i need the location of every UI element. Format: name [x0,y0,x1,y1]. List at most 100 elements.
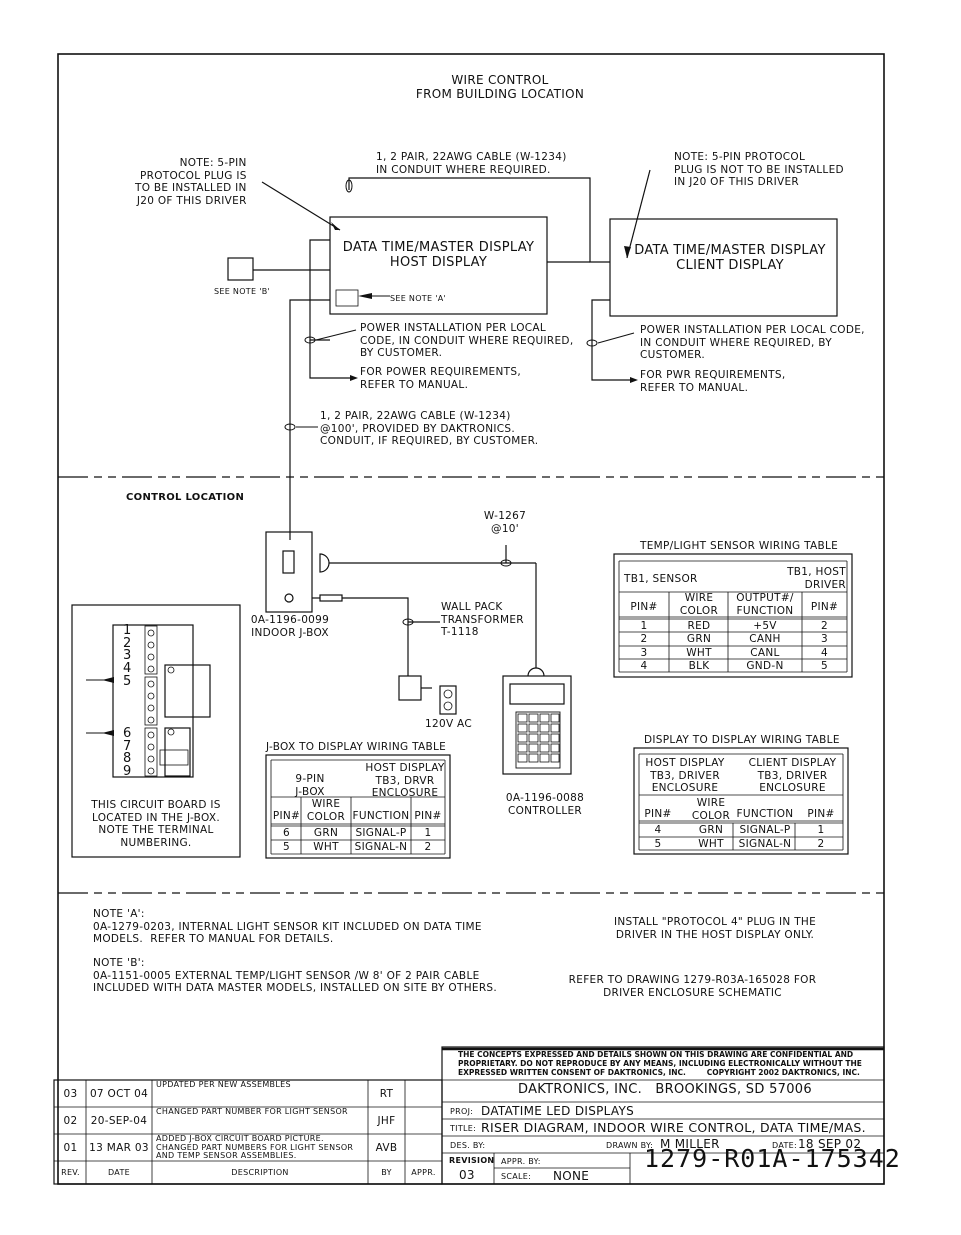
table-cell: 4 [640,659,648,672]
table-cell: 5 [821,659,828,672]
cable-mid-label: 1, 2 PAIR, 22AWG CABLE (W-1234) @100', P… [320,410,539,447]
table-cell: 5 [654,837,662,850]
revision-label: REVISION [449,1156,495,1165]
table-cell: GRN [313,827,339,839]
table-cell: SIGNAL-P [739,824,791,836]
table-cell: 6 [283,827,290,839]
table-cell: BLK [688,659,710,672]
table-cell: 2 [640,633,648,646]
project-name: DATATIME LED DISPLAYS [481,1104,635,1118]
table-cell: 01 [63,1142,78,1154]
table-cell: SIGNAL-N [738,837,792,850]
table-cell: 3 [821,633,828,646]
power-right-note: POWER INSTALLATION PER LOCAL CODE, IN CO… [640,324,865,361]
date-label: DATE: [772,1141,798,1150]
protocol-note: INSTALL "PROTOCOL 4" PLUG IN THE DRIVER … [613,916,817,941]
client-display-box: DATA TIME/MASTER DISPLAY CLIENT DISPLAY [634,243,826,273]
proj-label: PROJ: [450,1107,474,1116]
terminal-numbers: 1 2 3 4 5 [123,623,141,689]
rev-header-date: DATE [107,1168,130,1177]
table-cell: 02 [63,1115,78,1127]
scale-label: SCALE: [501,1172,532,1181]
drawn-by: M MILLER [660,1137,720,1151]
terminal-number: 4 [123,661,132,677]
right-protocol-note: NOTE: 5-PIN PROTOCOL PLUG IS NOT TO BE I… [674,151,844,188]
table-cell: 4 [654,824,662,836]
table-cell: CANL [750,646,780,659]
table-cell: 1 [817,824,825,836]
table-cell: 3 [640,646,648,659]
terminal-number: 1 [123,623,132,638]
table-cell: GND-N [746,659,784,672]
circuit-board-note: THIS CIRCUIT BOARD IS LOCATED IN THE J-B… [91,799,221,849]
table-cell: 5 [283,841,290,853]
power-req-left: FOR POWER REQUIREMENTS, REFER TO MANUAL. [360,366,521,391]
rev-header-by: BY [381,1168,392,1177]
disp-table-h-right: CLIENT DISPLAY TB3, DRIVER ENCLOSURE [748,757,837,794]
table-cell: 1 [424,827,432,839]
table-cell: +5V [753,620,777,632]
table-cell: CANH [749,633,781,646]
table-cell: 2 [817,837,825,850]
terminal-number: 2 [123,635,132,651]
drawing-title: RISER DIAGRAM, INDOOR WIRE CONTROL, DATA… [481,1120,866,1135]
controller-label: 0A-1196-0088 CONTROLLER [505,792,585,817]
cable-top-label: 1, 2 PAIR, 22AWG CABLE (W-1234) IN CONDU… [376,151,567,176]
title-label: TITLE: [450,1124,477,1133]
terminal-number: 5 [123,673,132,689]
terminal-number: 6 [123,726,132,741]
table-cell: CHANGED PART NUMBER FOR LIGHT SENSOR [156,1107,348,1116]
table-cell: 20-SEP-04 [90,1115,148,1127]
drawing-date: 18 SEP 02 [798,1137,862,1151]
temp-table-title: TEMP/LIGHT SENSOR WIRING TABLE [640,540,839,552]
jbox-col-pin2: PIN# [414,810,442,822]
des-label: DES. BY: [450,1141,486,1150]
table-cell: 07 OCT 04 [89,1088,149,1100]
jbox-col-color: WIRE COLOR [306,798,346,823]
host-display-box: DATA TIME/MASTER DISPLAY HOST DISPLAY [342,240,535,270]
disp-col-pin2: PIN# [807,808,835,820]
jbox-table-title: J-BOX TO DISPLAY WIRING TABLE [266,741,447,753]
power-req-right: FOR PWR REQUIREMENTS, REFER TO MANUAL. [640,369,786,394]
table-cell: GRN [686,633,712,646]
table-cell: WHT [313,841,339,853]
w1267-label: W-1267 @10' [483,510,527,535]
terminal-numbers-lower: 6 7 8 9 [123,726,141,780]
refer-note: REFER TO DRAWING 1279-R03A-165028 FOR DR… [568,974,817,999]
terminal-number: 7 [123,738,132,754]
terminal-number: 9 [123,764,132,780]
table-cell: SIGNAL-N [354,841,408,853]
disp-table-title: DISPLAY TO DISPLAY WIRING TABLE [644,734,840,746]
rev-header-appr: APPR. [411,1168,436,1177]
temp-col-color: WIRE COLOR [679,592,719,617]
note-a: NOTE 'A': 0A-1279-0203, INTERNAL LIGHT S… [93,908,482,945]
temp-table-h-left: TB1, SENSOR [624,573,698,585]
confidential-notice: THE CONCEPTS EXPRESSED AND DETAILS SHOWN… [458,1050,862,1077]
table-cell: 4 [821,646,828,659]
table-cell: RED [687,620,711,632]
drawing-number: 1279-R01A-175342 [644,1144,901,1173]
table-cell: 03 [63,1088,78,1100]
note-b: NOTE 'B': 0A-1151-0005 EXTERNAL TEMP/LIG… [93,957,498,994]
disp-col-function: FUNCTION [736,808,794,820]
drawn-label: DRAWN BY: [606,1141,654,1150]
temp-col-pin: PIN# [630,601,658,613]
temp-col-pin2: PIN# [810,601,839,613]
jbox-table-h-right: HOST DISPLAY TB3, DRVR ENCLOSURE [365,762,445,799]
table-cell: WHT [686,646,712,659]
terminal-number: 8 [123,751,132,767]
see-note-b: SEE NOTE 'B' [214,287,270,296]
table-cell: GRN [698,824,724,836]
table-cell: 13 MAR 03 [89,1142,149,1154]
table-cell: WHT [698,837,724,850]
disp-col-color: WIRE COLOR [691,797,731,822]
table-cell: SIGNAL-P [355,827,407,839]
power-left-note: POWER INSTALLATION PER LOCAL CODE, IN CO… [360,322,574,359]
table-cell: 2 [424,841,432,853]
jbox-col-function: FUNCTION [352,810,410,822]
table-cell: JHF [377,1115,396,1127]
control-location-heading: CONTROL LOCATION [126,492,245,503]
see-note-a: SEE NOTE 'A' [390,294,446,303]
jbox-col-pin: PIN# [272,810,301,822]
disp-col-pin: PIN# [644,808,672,820]
